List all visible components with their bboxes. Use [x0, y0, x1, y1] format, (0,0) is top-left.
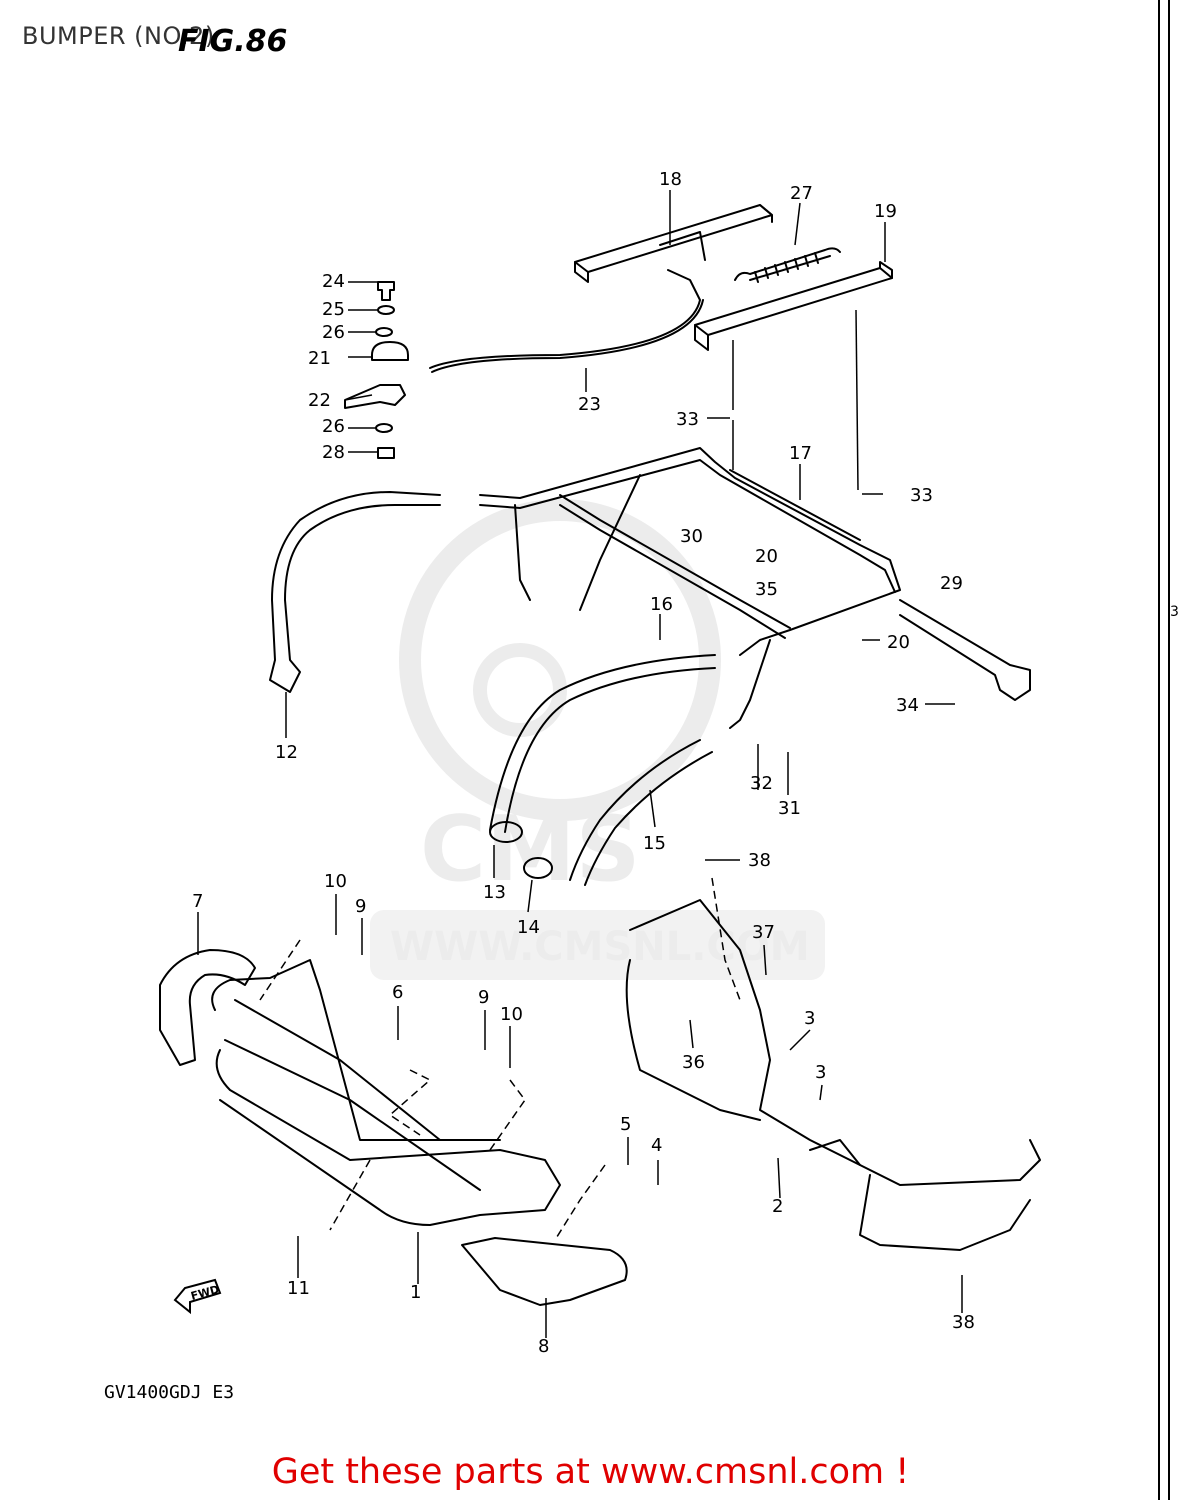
part-27-spring — [734, 247, 841, 283]
part-25-washer — [377, 305, 395, 315]
figure-label: FIG.86 — [178, 24, 288, 59]
callout-23: 23 — [578, 394, 601, 415]
callout-8: 8 — [538, 1336, 549, 1357]
callout-16: 16 — [650, 594, 673, 615]
callout-10: 10 — [324, 871, 347, 892]
callout-26: 26 — [322, 322, 345, 343]
callout-labels: 1 2 3 3 4 5 6 7 8 9 9 10 10 11 12 13 14 … — [192, 169, 975, 1357]
callout-5: 5 — [620, 1114, 631, 1135]
callout-38-b: 38 — [952, 1312, 975, 1333]
callout-21: 21 — [308, 348, 331, 369]
callout-36: 36 — [682, 1052, 705, 1073]
part-17-rack-frame — [479, 447, 901, 729]
fwd-arrow-icon: FWD — [173, 1278, 222, 1315]
watermark-url: WWW.CMSNL.COM — [390, 924, 810, 970]
part-22-bracket — [344, 384, 406, 409]
callout-20: 20 — [755, 546, 778, 567]
callout-32: 32 — [750, 773, 773, 794]
page-title: BUMPER (NO.2) — [22, 22, 215, 50]
cta-link[interactable]: Get these parts at www.cmsnl.com ! — [271, 1452, 910, 1492]
callout-33-b: 33 — [910, 485, 933, 506]
callout-10-b: 10 — [500, 1004, 523, 1025]
cta-banner[interactable]: Get these parts at www.cmsnl.com ! — [0, 1452, 1181, 1492]
callout-34: 34 — [896, 695, 919, 716]
part-7-cover — [159, 949, 256, 1066]
watermark: CMS WWW.CMSNL.COM — [370, 499, 825, 980]
callout-35: 35 — [755, 579, 778, 600]
callout-37: 37 — [752, 922, 775, 943]
part-13-pipe — [489, 654, 716, 843]
callout-17: 17 — [789, 443, 812, 464]
part-24-bolt — [377, 281, 395, 301]
callout-3-b: 3 — [815, 1062, 826, 1083]
callout-31: 31 — [778, 798, 801, 819]
edge-mark: 3 — [1170, 604, 1179, 620]
part-12-bar — [269, 491, 441, 693]
part-15-pipe — [569, 739, 713, 886]
callout-20-b: 20 — [887, 632, 910, 653]
part-1-bumper — [211, 959, 561, 1226]
callout-1: 1 — [410, 1282, 421, 1303]
callout-2: 2 — [772, 1196, 783, 1217]
part-28-nut — [377, 447, 395, 459]
callout-25: 25 — [322, 299, 345, 320]
callout-38: 38 — [748, 850, 771, 871]
part-23-cable — [429, 269, 704, 373]
part-19-rail — [694, 261, 893, 351]
part-8-pad — [461, 1237, 628, 1306]
callout-3: 3 — [804, 1008, 815, 1029]
callout-9: 9 — [355, 896, 366, 917]
callout-27: 27 — [790, 183, 813, 204]
callout-14: 14 — [517, 917, 540, 938]
callout-12: 12 — [275, 742, 298, 763]
leader-lines — [197, 190, 963, 1338]
callout-22: 22 — [308, 390, 331, 411]
callout-13: 13 — [483, 882, 506, 903]
callout-30: 30 — [680, 526, 703, 547]
callout-6: 6 — [392, 982, 403, 1003]
part-14-cap — [523, 857, 553, 879]
callout-26-b: 26 — [322, 416, 345, 437]
watermark-brand: CMS — [420, 797, 640, 902]
callout-7: 7 — [192, 891, 203, 912]
callout-19: 19 — [874, 201, 897, 222]
callout-29: 29 — [940, 573, 963, 594]
model-code: GV1400GDJ E3 — [104, 1382, 235, 1403]
part-18-rail — [574, 204, 773, 283]
callout-33: 33 — [676, 409, 699, 430]
callout-24: 24 — [322, 271, 345, 292]
part-29-bar — [899, 599, 1031, 701]
line-art — [159, 204, 1041, 1306]
callout-18: 18 — [659, 169, 682, 190]
callout-4: 4 — [651, 1135, 662, 1156]
page-edge-border — [1158, 0, 1170, 1500]
callout-11: 11 — [287, 1278, 310, 1299]
callout-15: 15 — [643, 833, 666, 854]
part-21-holder — [371, 341, 409, 361]
callout-9-b: 9 — [478, 987, 489, 1008]
part-2-bumper — [625, 899, 1041, 1251]
callout-28: 28 — [322, 442, 345, 463]
